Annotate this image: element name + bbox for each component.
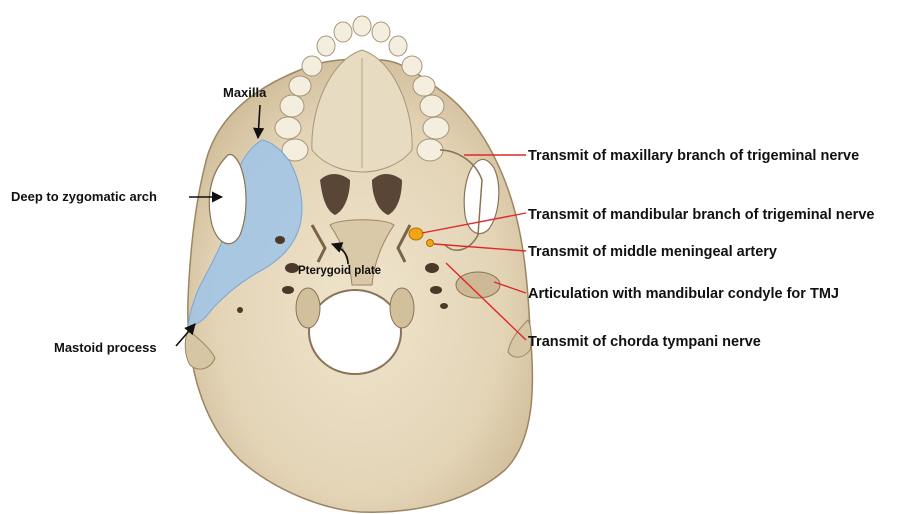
label-pterygoid-plate: Pterygoid plate — [298, 265, 381, 277]
label-mandibular-fossa: Articulation with mandibular condyle for… — [528, 286, 839, 302]
label-foramen-spinosum: Transmit of middle meningeal artery — [528, 244, 777, 260]
label-mastoid-process: Mastoid process — [54, 340, 157, 355]
foramen-magnum — [309, 290, 401, 374]
label-foramen-rotundum: Transmit of maxillary branch of trigemin… — [528, 148, 859, 164]
foramen-ovale-marker — [409, 228, 423, 240]
label-foramen-ovale: Transmit of mandibular branch of trigemi… — [528, 207, 874, 223]
label-maxilla: Maxilla — [223, 85, 267, 100]
foramen-spinosum-marker — [427, 240, 434, 247]
label-deep-to-zygomatic-arch: Deep to zygomatic arch — [11, 189, 157, 204]
label-petrotympanic-fissure: Transmit of chorda tympani nerve — [528, 334, 761, 350]
